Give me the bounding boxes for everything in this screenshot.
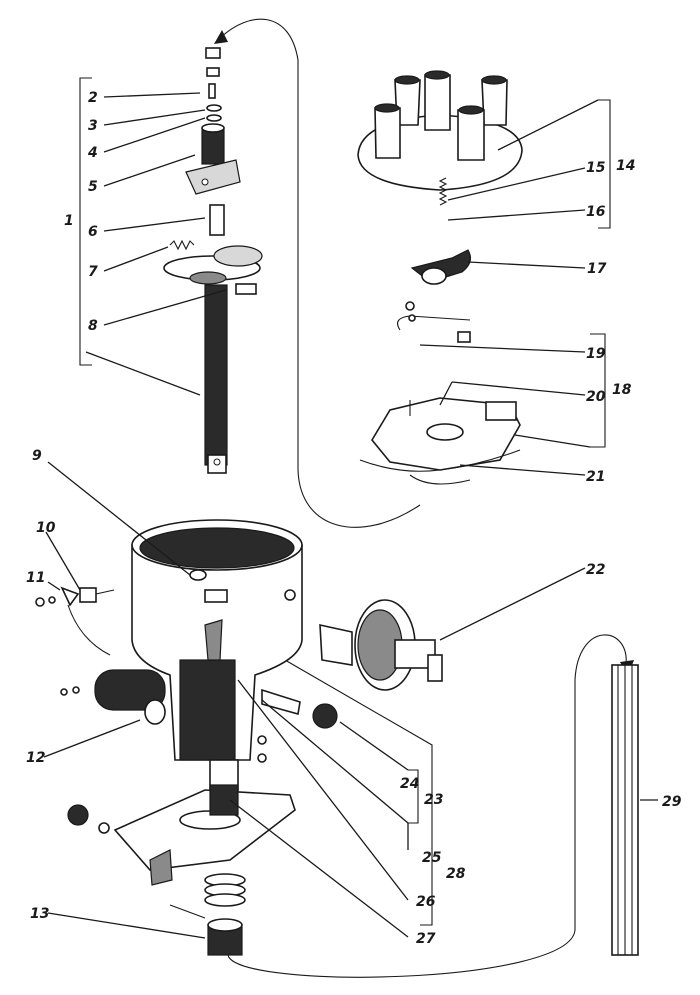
assembly-path-coupling-to-shaft	[227, 634, 627, 978]
terminal-block-10	[79, 587, 115, 603]
bracket-23-clamp	[408, 769, 419, 824]
octane-adjuster-24	[261, 688, 338, 729]
callout-25: 25	[422, 850, 442, 866]
bracket-18-breaker-plate	[590, 333, 606, 448]
carbon-brush-spring-15	[438, 177, 448, 206]
callout-4: 4	[87, 145, 98, 161]
callout-8: 8	[88, 318, 98, 334]
callout-13: 13	[30, 906, 49, 922]
callout-19: 19	[586, 346, 606, 362]
callout-9: 9	[32, 448, 42, 464]
bracket-1-shaft-assembly	[79, 77, 92, 366]
drive-shaft-29	[611, 664, 639, 956]
callout-6: 6	[88, 224, 98, 240]
vacuum-advance-unit-22	[319, 599, 443, 691]
assembly-arrowhead	[214, 30, 228, 44]
terminal-11	[35, 586, 111, 656]
callout-22: 22	[586, 562, 605, 578]
distributor-shaft	[163, 204, 263, 474]
advance-spring-7	[169, 239, 195, 251]
callout-1: 1	[64, 213, 74, 229]
callout-16: 16	[586, 204, 606, 220]
clamp-plate-23	[67, 789, 296, 886]
callout-23: 23	[424, 792, 443, 808]
callout-17: 17	[587, 261, 607, 277]
breaker-plate	[359, 397, 521, 485]
callout-27: 27	[416, 931, 436, 947]
condenser-12	[60, 669, 166, 725]
callout-12: 12	[26, 750, 45, 766]
rotor-arm	[410, 249, 472, 285]
callout-15: 15	[586, 160, 606, 176]
thrust-collar-27	[204, 735, 267, 907]
callout-28: 28	[446, 866, 466, 882]
callout-2: 2	[88, 90, 98, 106]
assembly-path-shaft-to-housing	[219, 18, 421, 528]
drive-coupling-13	[169, 904, 243, 956]
callout-18: 18	[612, 382, 632, 398]
bracket-14-cap-assembly	[598, 99, 611, 229]
callout-11: 11	[26, 570, 45, 586]
contact-breaker-arm	[397, 301, 471, 343]
callout-7: 7	[88, 264, 98, 280]
distributor-cap	[357, 70, 523, 191]
callout-26: 26	[416, 894, 436, 910]
callout-24: 24	[400, 776, 419, 792]
callout-20: 20	[586, 389, 606, 405]
leader-lines	[43, 92, 658, 939]
small-nut-top	[205, 47, 222, 122]
callout-5: 5	[88, 179, 98, 195]
callout-21: 21	[586, 469, 605, 485]
callout-3: 3	[88, 118, 98, 134]
callout-29: 29	[662, 794, 682, 810]
cam-bracket-5	[185, 123, 241, 195]
distributor-housing	[131, 519, 303, 791]
bracket-28-housing	[284, 659, 433, 926]
callout-10: 10	[36, 520, 56, 536]
callout-14: 14	[616, 158, 635, 174]
